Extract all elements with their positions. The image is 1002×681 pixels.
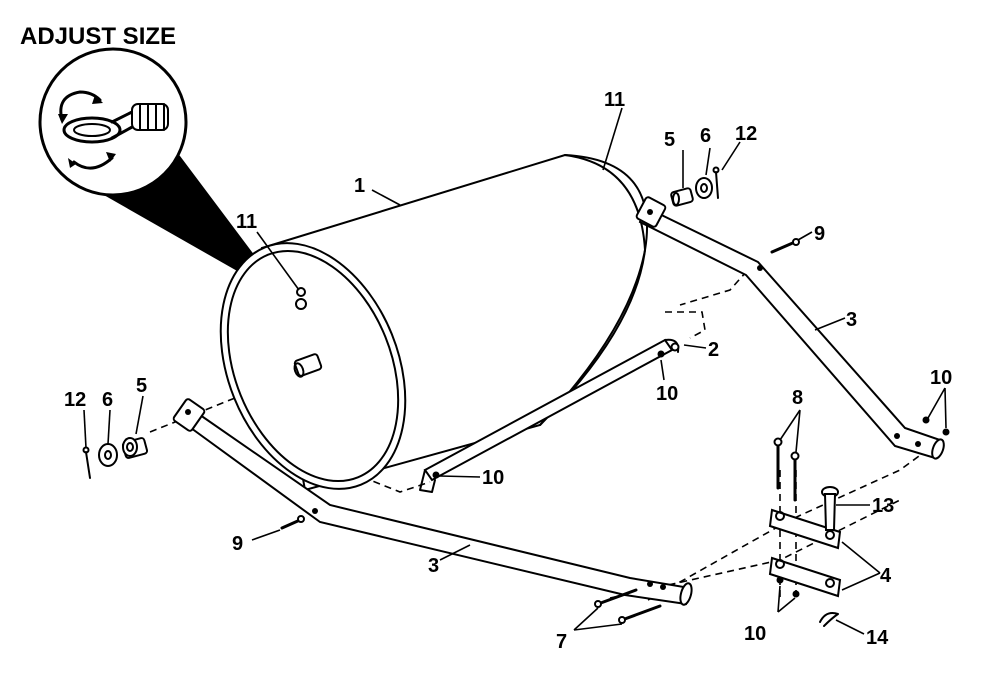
tongue-pin [821, 486, 839, 531]
callout-washer-left: 6 [102, 389, 113, 411]
bolt-pair [773, 437, 800, 502]
plug-detail-icon [62, 103, 169, 144]
bushing-right [670, 187, 694, 207]
leader-lines [83, 107, 947, 635]
callout-handle-right: 3 [846, 309, 857, 331]
callout-bushing-left: 5 [136, 375, 147, 397]
callout-tongue-pin: 13 [872, 495, 894, 517]
callout-drum: 1 [354, 175, 365, 197]
nut-bracket-b [792, 590, 800, 598]
callout-nut-axle: 10 [656, 383, 678, 405]
adjust-detail-callout [38, 47, 288, 300]
bushing-left [121, 437, 149, 459]
callout-bolts: 8 [792, 387, 803, 409]
callout-pins: 7 [556, 631, 567, 653]
callout-plug-front: 11 [236, 211, 257, 233]
washer-right [695, 177, 713, 199]
cotter-pin-left [82, 446, 91, 479]
axle-bar-end-hole [670, 342, 680, 352]
callout-brackets: 4 [880, 565, 892, 587]
callout-plug-top: 11 [604, 89, 625, 111]
nut-handle-right-b [942, 428, 950, 436]
callout-bushing-right: 5 [664, 129, 675, 151]
nut-handle-right-a [922, 416, 930, 424]
diagram-title: ADJUST SIZE [20, 23, 176, 50]
hairpin-clip [819, 612, 839, 627]
callout-cotter-right: 12 [735, 123, 757, 145]
callout-axle-bar: 2 [708, 339, 719, 361]
cotter-pin-right [712, 166, 720, 199]
callout-screw-left: 9 [232, 533, 243, 555]
handle-pins [594, 588, 662, 624]
fill-plug-front [295, 287, 307, 310]
tongue-bracket-lower [768, 556, 842, 598]
screw-left [280, 515, 305, 530]
washer-left [98, 443, 118, 467]
callout-hairpin: 14 [866, 627, 889, 649]
nut-axle [657, 350, 665, 358]
drum-axle-stub [293, 353, 323, 378]
nut-bracket-a [776, 576, 784, 584]
callout-nuts-handle-right: 10 [930, 367, 952, 389]
rotate-arrow-icon [58, 90, 116, 170]
nut-axle-end [432, 471, 440, 479]
callout-handle-left: 3 [428, 555, 439, 577]
callout-nut-axle-end: 10 [482, 467, 504, 489]
handle-left [172, 398, 693, 606]
callout-nuts-bracket: 10 [744, 623, 766, 645]
callout-cotter-left: 12 [64, 389, 86, 411]
screw-right [770, 238, 800, 254]
callout-washer-right: 6 [700, 125, 711, 147]
handle-right [635, 196, 945, 460]
callout-screw-right: 9 [814, 223, 825, 245]
